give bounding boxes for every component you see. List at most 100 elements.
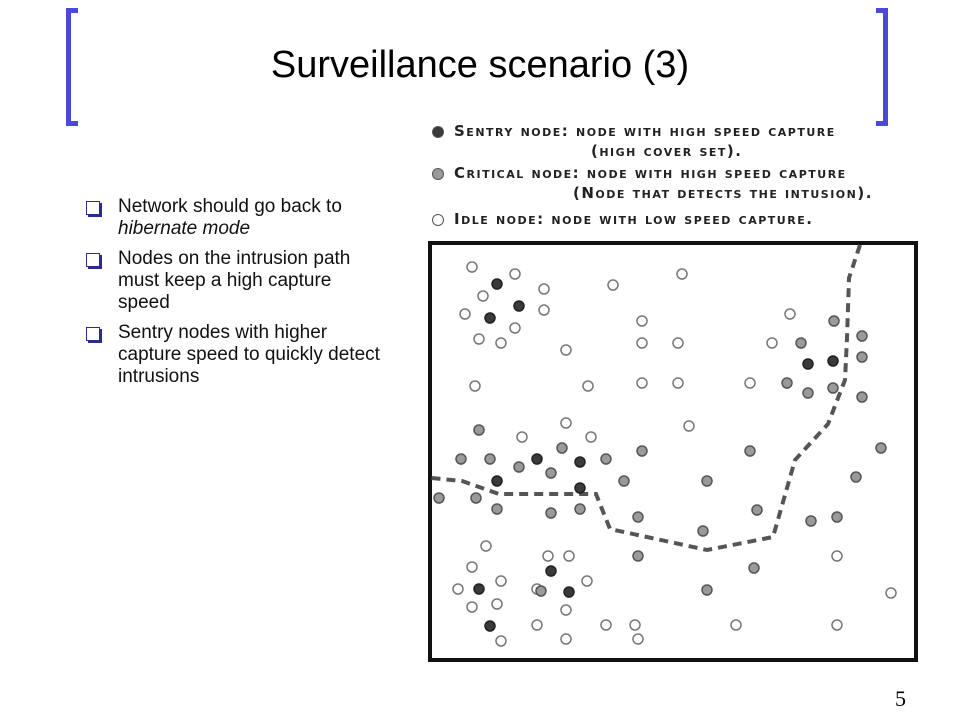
idle-node (607, 279, 619, 291)
node-legend: Sentry node: node with high speed captur… (428, 118, 918, 234)
sentry-node-dot-icon (432, 126, 444, 138)
idle-node (495, 337, 507, 349)
idle-node (676, 268, 688, 280)
critical-node (600, 453, 612, 465)
critical-node (455, 453, 467, 465)
sentry-node (531, 453, 543, 465)
critical-node (697, 525, 709, 537)
critical-node (802, 387, 814, 399)
idle-node (831, 550, 843, 562)
critical-node (484, 453, 496, 465)
sentry-node (802, 358, 814, 370)
idle-node (509, 322, 521, 334)
idle-node (480, 540, 492, 552)
critical-node (636, 445, 648, 457)
critical-node-dot-icon (432, 168, 444, 180)
legend-sentry-label: Sentry node: node with high speed captur… (454, 122, 836, 140)
idle-node (473, 333, 485, 345)
idle-node (466, 561, 478, 573)
sentry-node (484, 312, 496, 324)
right-bracket-decoration (876, 8, 888, 126)
critical-node (856, 391, 868, 403)
critical-node (574, 503, 586, 515)
idle-node (730, 619, 742, 631)
idle-node (766, 337, 778, 349)
idle-node (560, 417, 572, 429)
critical-node (850, 471, 862, 483)
idle-node (744, 377, 756, 389)
critical-node (701, 584, 713, 596)
idle-node (538, 304, 550, 316)
idle-node (560, 344, 572, 356)
intrusion-path (430, 244, 862, 553)
idle-node (683, 420, 695, 432)
bullet-text: Nodes on the intrusion path must keep a … (118, 248, 351, 313)
critical-node (433, 492, 445, 504)
critical-node (781, 377, 793, 389)
idle-node (491, 598, 503, 610)
checkbox-bullet-icon (86, 201, 100, 215)
idle-node (516, 431, 528, 443)
idle-node (581, 575, 593, 587)
idle-node (560, 633, 572, 645)
sentry-node (563, 586, 575, 598)
checkbox-bullet-icon (86, 327, 100, 341)
idle-node (585, 431, 597, 443)
critical-node (545, 467, 557, 479)
idle-node-dot-icon (432, 214, 444, 226)
legend-critical-cont: (Node that detects the intusion). (573, 184, 873, 202)
critical-node (473, 424, 485, 436)
critical-node (491, 503, 503, 515)
sentry-node (574, 482, 586, 494)
idle-node (636, 377, 648, 389)
critical-node (545, 507, 557, 519)
idle-node (632, 633, 644, 645)
idle-node (495, 635, 507, 647)
nodes-layer (433, 261, 897, 647)
idle-node (477, 290, 489, 302)
critical-node (744, 445, 756, 457)
legend-sentry-cont: (high cover set). (591, 142, 743, 160)
critical-node (805, 515, 817, 527)
critical-node (831, 511, 843, 523)
idle-node (784, 308, 796, 320)
idle-node (672, 337, 684, 349)
bullet-list: Network should go back to hibernate mode… (84, 196, 384, 396)
idle-node (629, 619, 641, 631)
critical-node (513, 461, 525, 473)
sentry-node (484, 620, 496, 632)
idle-node (509, 268, 521, 280)
idle-node (469, 380, 481, 392)
sentry-node (491, 475, 503, 487)
legend-idle-label: Idle node: node with low speed capture. (454, 210, 814, 228)
idle-node (538, 283, 550, 295)
critical-node (701, 475, 713, 487)
idle-node (542, 550, 554, 562)
idle-node (466, 601, 478, 613)
critical-node (535, 585, 547, 597)
slide-title: Surveillance scenario (3) (270, 44, 690, 86)
idle-node (563, 550, 575, 562)
bullet-item: Network should go back to hibernate mode (84, 196, 384, 240)
bullet-item: Sentry nodes with higher capture speed t… (84, 322, 384, 388)
critical-node (828, 315, 840, 327)
idle-node (636, 337, 648, 349)
sentry-node (545, 565, 557, 577)
sentry-node (574, 456, 586, 468)
idle-node (831, 619, 843, 631)
bullet-emphasis: hibernate mode (118, 218, 251, 239)
sentry-node (827, 355, 839, 367)
left-bracket-decoration (66, 8, 78, 126)
bullet-text: Sentry nodes with higher capture speed t… (118, 322, 380, 387)
critical-node (795, 337, 807, 349)
idle-node (466, 261, 478, 273)
idle-node (885, 587, 897, 599)
critical-node (618, 475, 630, 487)
critical-node (827, 382, 839, 394)
sentry-node (513, 300, 525, 312)
idle-node (672, 377, 684, 389)
sensor-field-diagram (428, 241, 918, 662)
field-border (428, 241, 918, 662)
idle-node (582, 380, 594, 392)
critical-node (748, 562, 760, 574)
